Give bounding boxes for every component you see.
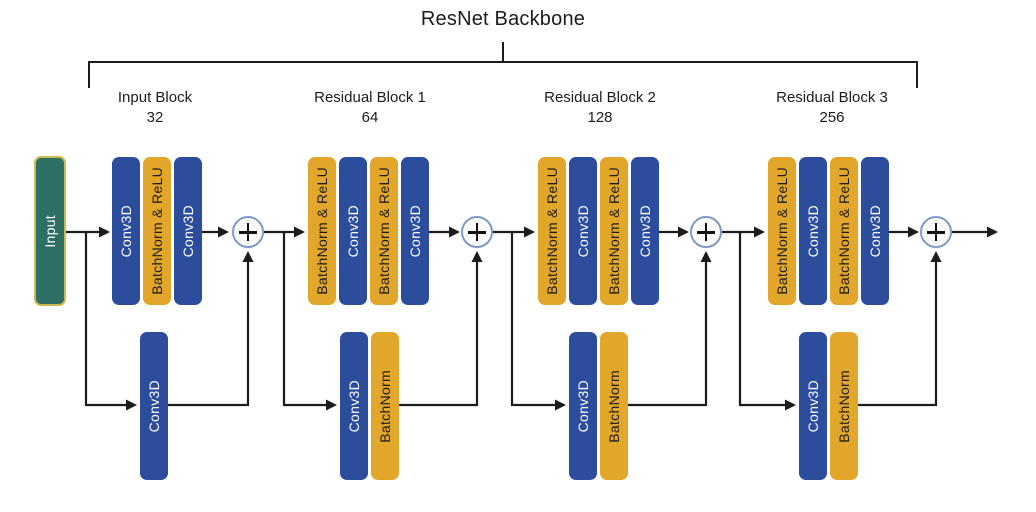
conv3d-box: Conv3D	[401, 157, 429, 305]
add-merge-node	[461, 216, 493, 248]
arrow-skip-return-4	[858, 251, 942, 407]
input-node: Input	[34, 156, 66, 306]
conv3d-box: Conv3D	[174, 157, 202, 305]
diagram-title: ResNet Backbone	[420, 8, 586, 30]
arrow-skip-branch-4	[738, 232, 796, 411]
block-label-res3: Residual Block 3 256	[776, 88, 888, 128]
block-name: Residual Block 3	[776, 89, 888, 106]
skip-conv3d-box: Conv3D	[799, 332, 827, 480]
skip-conv3d-box: Conv3D	[140, 332, 168, 480]
conv3d-box: Conv3D	[861, 157, 889, 305]
conv3d-box: Conv3D	[339, 157, 367, 305]
skip-conv3d-box: Conv3D	[569, 332, 597, 480]
batchnorm-relu-box: BatchNorm & ReLU	[830, 157, 858, 305]
arrow-skip-branch-1	[84, 232, 137, 411]
block-channels: 32	[146, 109, 164, 126]
conv3d-box: Conv3D	[799, 157, 827, 305]
block-channels: 128	[587, 109, 613, 126]
block-channels: 256	[819, 109, 845, 126]
skip-conv3d-box: Conv3D	[340, 332, 368, 480]
add-merge-node	[232, 216, 264, 248]
backbone-bracket	[88, 61, 918, 63]
arrow-skip-branch-3	[510, 232, 566, 411]
plus-icon	[475, 223, 479, 241]
conv3d-box: Conv3D	[569, 157, 597, 305]
block-channels: 64	[361, 109, 379, 126]
arrow-skip-return-2	[399, 251, 483, 407]
add-merge-node	[920, 216, 952, 248]
batchnorm-relu-box: BatchNorm & ReLU	[308, 157, 336, 305]
batchnorm-relu-box: BatchNorm & ReLU	[370, 157, 398, 305]
batchnorm-relu-box: BatchNorm & ReLU	[143, 157, 171, 305]
batchnorm-relu-box: BatchNorm & ReLU	[538, 157, 566, 305]
bracket-left-tick	[88, 61, 90, 88]
skip-batchnorm-box: BatchNorm	[371, 332, 399, 480]
skip-batchnorm-box: BatchNorm	[600, 332, 628, 480]
block-name: Residual Block 2	[544, 89, 656, 106]
conv3d-box: Conv3D	[112, 157, 140, 305]
bracket-center-tick	[502, 42, 504, 62]
arrow-skip-return-1	[168, 251, 254, 407]
plus-icon	[246, 223, 250, 241]
block-label-input: Input Block 32	[118, 88, 192, 128]
block-name: Input Block	[117, 89, 193, 106]
bracket-right-tick	[916, 61, 918, 88]
plus-icon	[934, 223, 938, 241]
add-merge-node	[690, 216, 722, 248]
batchnorm-relu-box: BatchNorm & ReLU	[768, 157, 796, 305]
arrow-skip-branch-2	[282, 232, 337, 411]
conv3d-box: Conv3D	[631, 157, 659, 305]
arrow-skip-return-3	[628, 251, 712, 407]
block-label-res1: Residual Block 1 64	[314, 88, 426, 128]
input-node-label: Input	[42, 214, 58, 248]
batchnorm-relu-box: BatchNorm & ReLU	[600, 157, 628, 305]
block-name: Residual Block 1	[314, 89, 426, 106]
plus-icon	[704, 223, 708, 241]
skip-batchnorm-box: BatchNorm	[830, 332, 858, 480]
block-label-res2: Residual Block 2 128	[544, 88, 656, 128]
